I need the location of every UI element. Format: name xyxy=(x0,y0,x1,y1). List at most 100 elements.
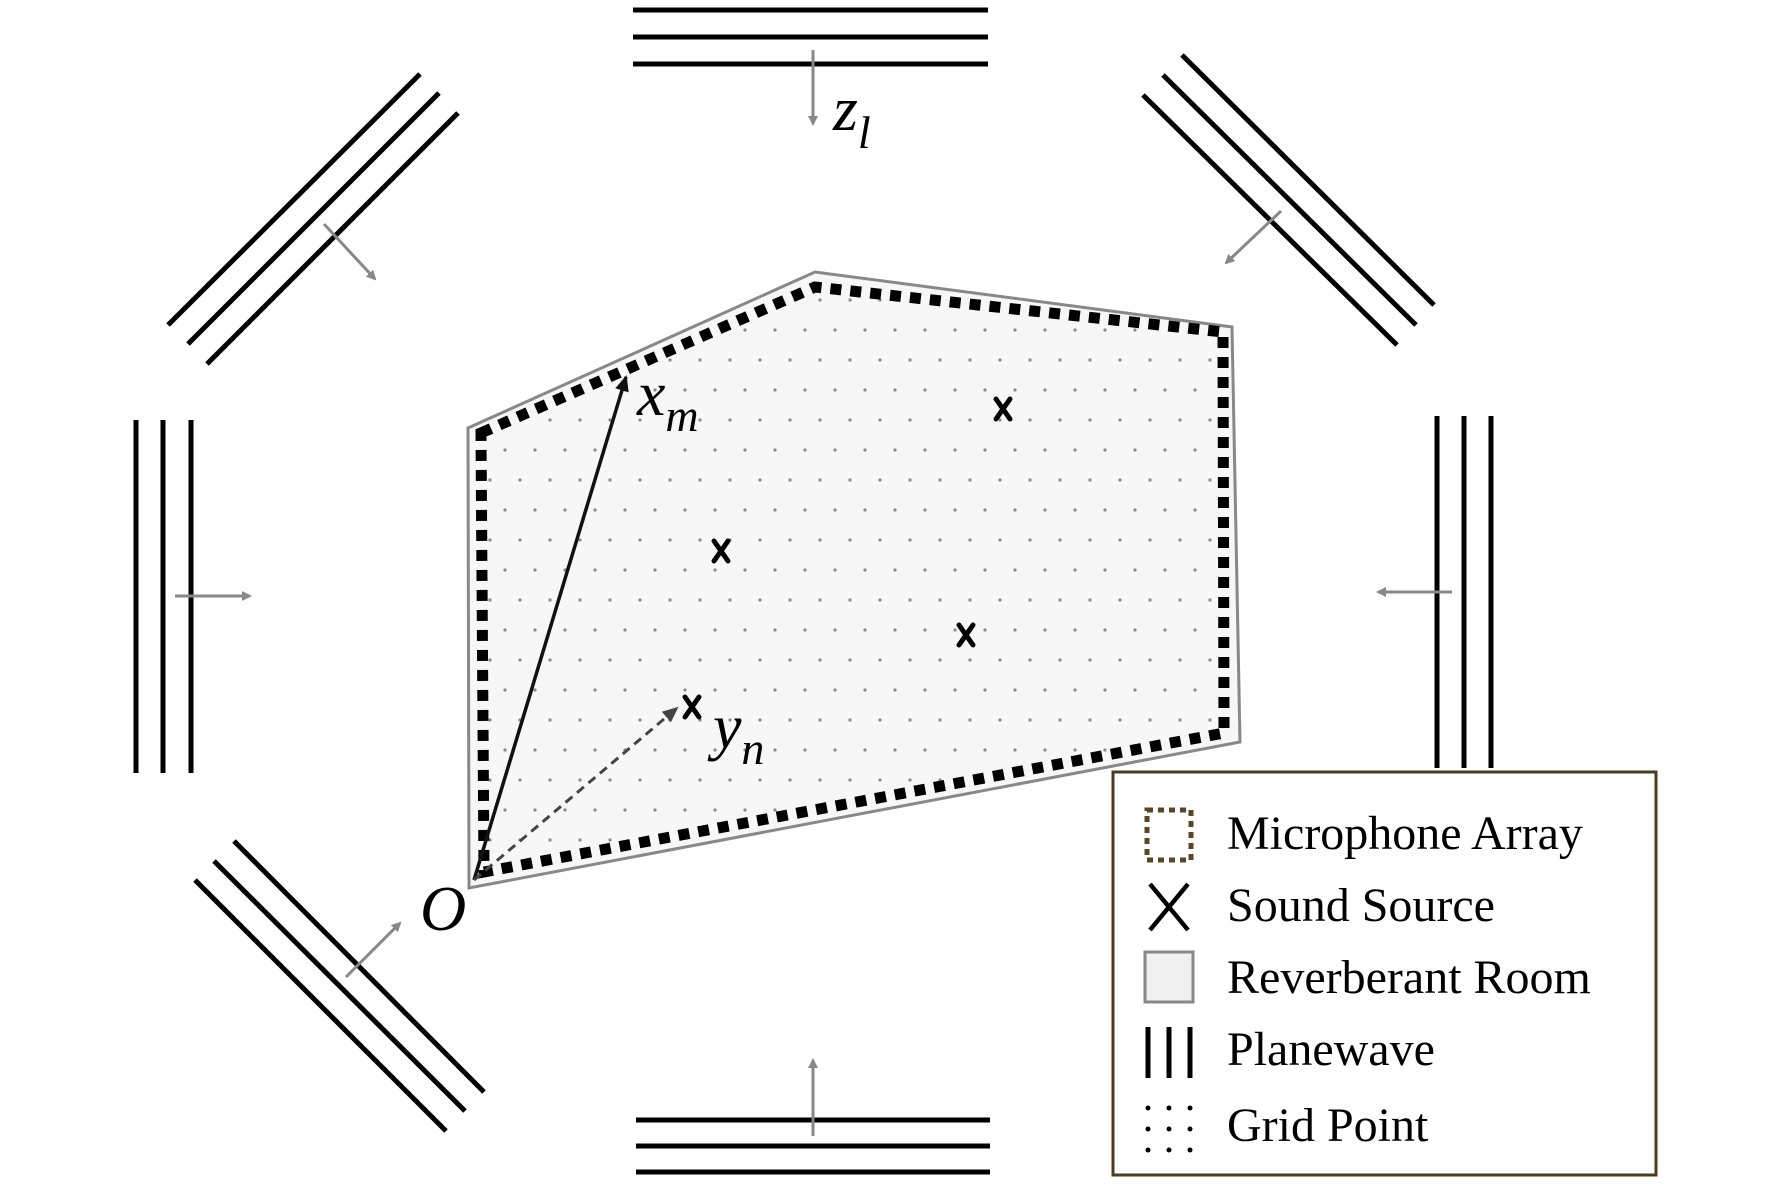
grid-point xyxy=(938,478,942,482)
grid-point xyxy=(638,478,642,482)
legend-label: Grid Point xyxy=(1227,1099,1429,1152)
grid-point xyxy=(908,778,912,782)
grid-point xyxy=(893,448,897,452)
grid-point xyxy=(818,538,822,542)
grid-point xyxy=(893,748,897,752)
grid-point xyxy=(563,808,567,812)
grid-point xyxy=(788,658,792,662)
planewave-bottom-left xyxy=(193,839,486,1133)
grid-point xyxy=(488,778,492,782)
planewave-direction-label: zl xyxy=(832,73,871,158)
grid-point xyxy=(773,448,777,452)
grid-point xyxy=(983,688,987,692)
grid-point xyxy=(878,598,882,602)
grid-point xyxy=(563,448,567,452)
grid-point xyxy=(1058,538,1062,542)
grid-point xyxy=(1193,568,1197,572)
grid-point xyxy=(1013,628,1017,632)
grid-point xyxy=(1103,448,1107,452)
grid-point xyxy=(608,838,612,842)
grid-point xyxy=(863,448,867,452)
grid-point xyxy=(758,478,762,482)
grid-point xyxy=(1208,358,1212,362)
grid-point xyxy=(833,448,837,452)
grid-point xyxy=(533,808,537,812)
grid-point xyxy=(1058,418,1062,422)
grid-point xyxy=(848,418,852,422)
grid-point xyxy=(698,478,702,482)
grid-point xyxy=(953,628,957,632)
grid-point xyxy=(1148,358,1152,362)
grid-point xyxy=(1028,598,1032,602)
grid-point xyxy=(1178,598,1182,602)
grid-point xyxy=(1118,418,1122,422)
grid-point xyxy=(548,778,552,782)
grid-point xyxy=(803,388,807,392)
grid-point xyxy=(1208,658,1212,662)
grid-point xyxy=(803,748,807,752)
grid-point xyxy=(1148,538,1152,542)
grid-point xyxy=(518,598,522,602)
grid-point xyxy=(698,778,702,782)
grid-point xyxy=(1133,388,1137,392)
source-vector-label: yn xyxy=(707,691,764,774)
grid-points xyxy=(488,298,1212,842)
grid-point xyxy=(653,628,657,632)
grid-point xyxy=(848,658,852,662)
grid-point xyxy=(713,688,717,692)
grid-point xyxy=(908,478,912,482)
grid-point xyxy=(713,628,717,632)
grid-point xyxy=(758,718,762,722)
grid-point xyxy=(743,448,747,452)
grid-point xyxy=(1193,628,1197,632)
grid-point xyxy=(713,748,717,752)
grid-point xyxy=(743,688,747,692)
grid-point xyxy=(638,418,642,422)
legend-box xyxy=(1111,770,1658,1177)
grid-point xyxy=(1208,478,1212,482)
grid-point xyxy=(1088,538,1092,542)
grid-point xyxy=(1148,598,1152,602)
grid-point xyxy=(1028,538,1032,542)
grid-point xyxy=(1193,508,1197,512)
grid-point xyxy=(1058,358,1062,362)
grid-point xyxy=(803,508,807,512)
grid-point xyxy=(653,808,657,812)
grid-point xyxy=(1103,628,1107,632)
grid-point xyxy=(698,358,702,362)
grid-point xyxy=(623,508,627,512)
grid-point xyxy=(1208,598,1212,602)
grid-point xyxy=(548,478,552,482)
planewave-top-right-arrow xyxy=(1224,209,1283,265)
grid-point xyxy=(878,778,882,782)
grid-point xyxy=(638,598,642,602)
grid-point xyxy=(1043,508,1047,512)
grid-point xyxy=(833,508,837,512)
grid-point xyxy=(1208,418,1212,422)
grid-point xyxy=(923,688,927,692)
grid-point xyxy=(548,598,552,602)
grid-point xyxy=(983,748,987,752)
grid-point xyxy=(668,718,672,722)
grid-point xyxy=(788,358,792,362)
grid-point xyxy=(788,718,792,722)
grid-point xyxy=(713,568,717,572)
grid-point xyxy=(728,718,732,722)
grid-point xyxy=(1013,568,1017,572)
grid-point xyxy=(833,688,837,692)
grid-point xyxy=(1193,688,1197,692)
grid-point xyxy=(878,658,882,662)
grid-point xyxy=(1073,568,1077,572)
grid-point xyxy=(1013,508,1017,512)
grid-point xyxy=(1073,748,1077,752)
grid-point xyxy=(833,568,837,572)
grid-point xyxy=(728,358,732,362)
grid-point xyxy=(1103,388,1107,392)
grid-point xyxy=(533,568,537,572)
planewave-top-left-arrow xyxy=(322,222,377,281)
grid-point xyxy=(1073,628,1077,632)
grid-point xyxy=(713,388,717,392)
grid-point xyxy=(638,658,642,662)
grid-point xyxy=(863,628,867,632)
grid-point xyxy=(1103,688,1107,692)
